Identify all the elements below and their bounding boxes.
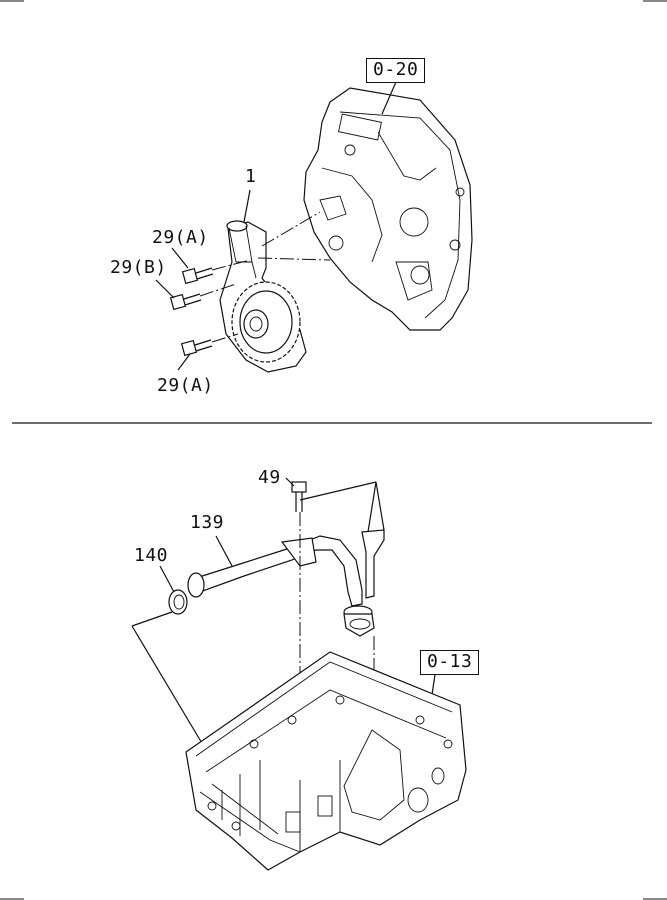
oil-pan (185, 651, 467, 871)
ref-box-0-20: 0-20 (366, 58, 426, 83)
callout-part-29a-upper: 29(A) (152, 227, 209, 248)
callout-part-1: 1 (245, 166, 257, 187)
oil-strainer-pipe (187, 529, 385, 637)
o-ring-140 (168, 589, 188, 615)
bolt-29a-upper (181, 267, 214, 285)
oil-pump-assembly (219, 220, 307, 373)
timing-gear-case (303, 87, 473, 331)
bolt-29b (169, 293, 202, 311)
bolt-29a-lower (180, 339, 213, 357)
callout-part-29b: 29(B) (110, 257, 167, 278)
ref-box-0-13: 0-13 (420, 650, 480, 675)
callout-part-140: 140 (134, 545, 169, 566)
callout-part-29a-lower: 29(A) (157, 375, 214, 396)
bolt-49 (291, 481, 307, 512)
callout-part-139: 139 (190, 512, 225, 533)
callout-part-49: 49 (258, 467, 281, 488)
